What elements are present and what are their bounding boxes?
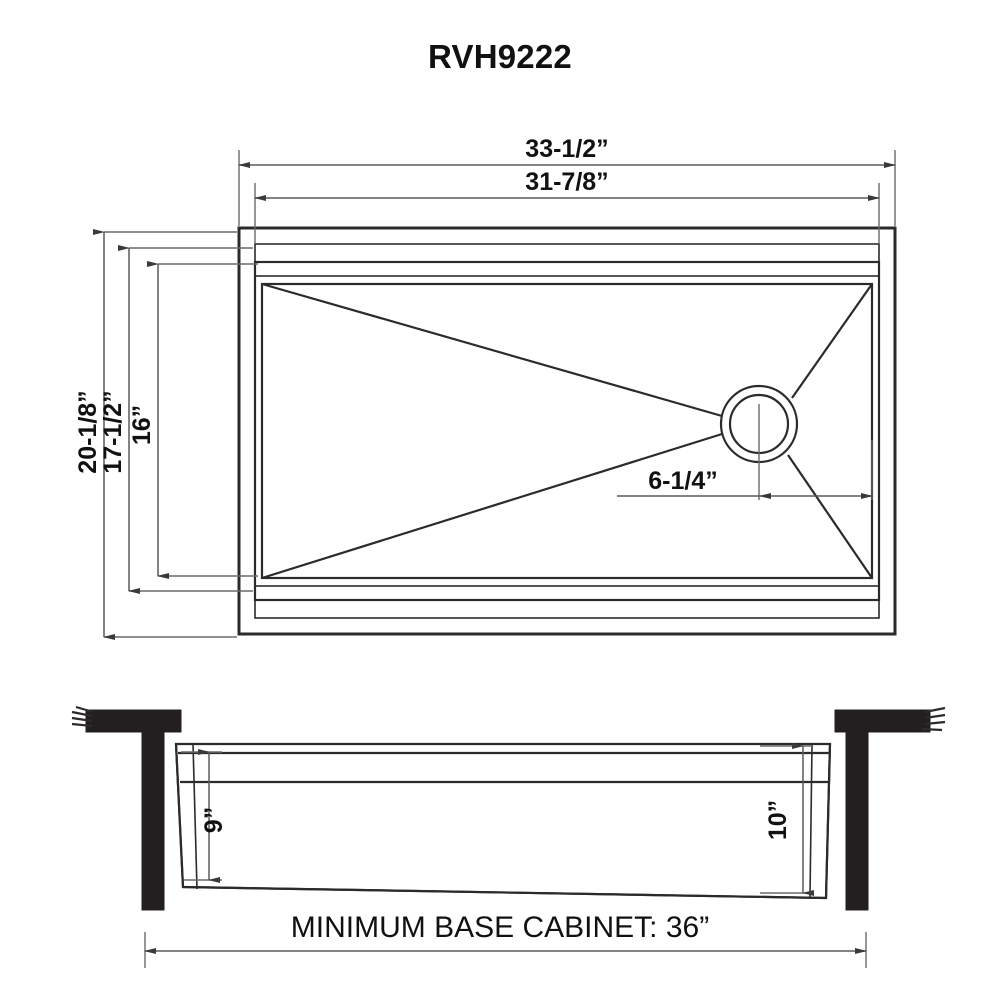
sink-rim-ledge-lines: [253, 243, 881, 619]
dimension-inner-depth: [118, 245, 253, 594]
dimension-overall-height: [760, 743, 814, 896]
label-minimum-base-cabinet: MINIMUM BASE CABINET: 36”: [291, 911, 709, 944]
sink-front-body: [174, 742, 832, 900]
countertop-slab-left: [71, 705, 182, 733]
label-inner-depth: 17-1/2”: [99, 390, 127, 473]
sink-basin: [260, 282, 874, 580]
label-inner-width: 31-7/8”: [525, 168, 608, 196]
cabinet-wall-right: [845, 731, 869, 911]
basin-slope-lines: [261, 282, 873, 580]
label-basin-depth: 16”: [128, 405, 156, 445]
countertop-slab-right: [834, 706, 946, 733]
dimension-overall-width: [238, 150, 896, 226]
cabinet-wall-left: [141, 731, 165, 911]
dimension-basin-height: [181, 749, 222, 883]
dimension-minimum-base-cabinet: [144, 932, 867, 968]
dimension-overall-depth: [93, 229, 237, 640]
label-basin-height: 9”: [200, 807, 228, 833]
dimension-inner-width: [254, 183, 880, 243]
sink-outer-rim: [237, 226, 897, 636]
dimension-basin-depth: [147, 261, 258, 579]
label-drain-offset: 6-1/4”: [648, 467, 717, 495]
label-overall-depth: 20-1/8”: [74, 390, 102, 473]
dimension-drain-offset: [617, 440, 873, 500]
label-overall-height: 10”: [764, 800, 792, 840]
page-title: RVH9222: [428, 38, 572, 75]
label-overall-width: 33-1/2”: [525, 135, 608, 163]
